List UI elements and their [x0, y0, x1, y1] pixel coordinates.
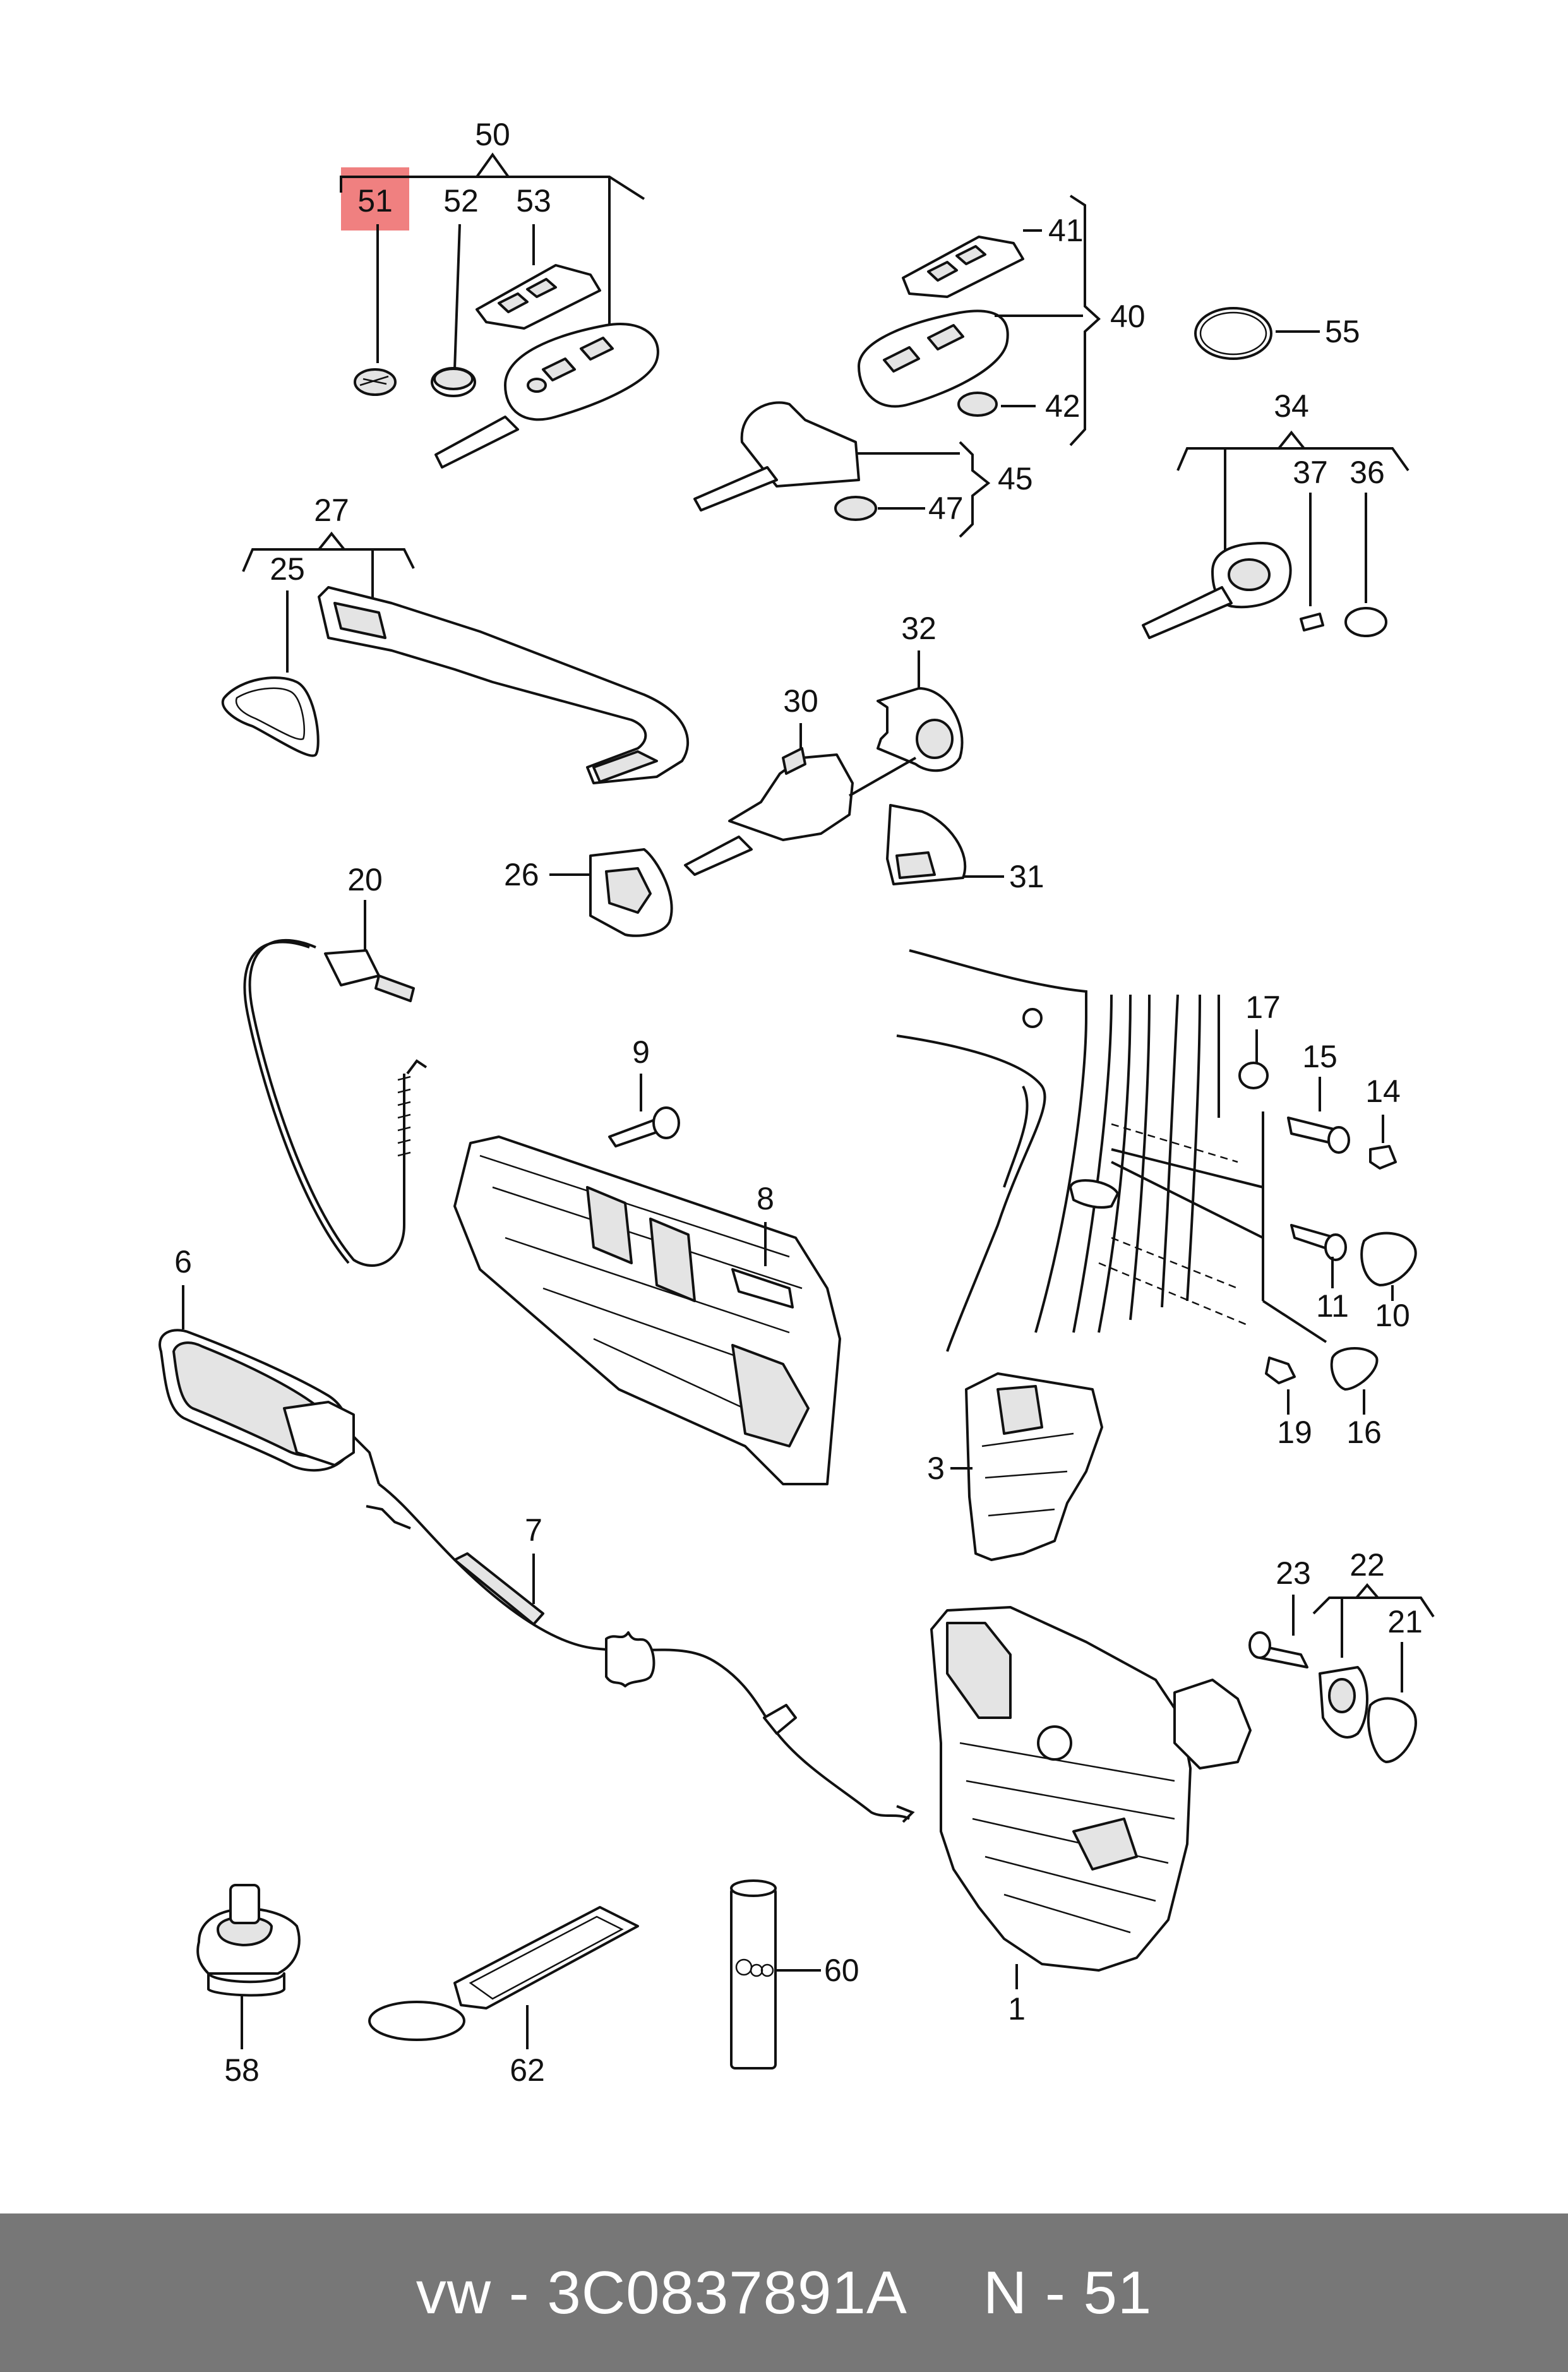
- callout-26: 26: [504, 857, 539, 892]
- callout-45: 45: [998, 461, 1033, 496]
- callout-31: 31: [1009, 859, 1044, 894]
- callout-62: 62: [510, 2052, 545, 2088]
- handle-group-27: 27 25: [221, 493, 690, 784]
- lock-1: 1: [930, 1606, 1252, 2027]
- callout-40: 40: [1110, 299, 1146, 334]
- callout-22: 22: [1350, 1547, 1385, 1583]
- callout-23: 23: [1276, 1555, 1311, 1591]
- callout-11: 11: [1316, 1288, 1349, 1324]
- callout-27: 27: [314, 493, 349, 528]
- callout-34: 34: [1274, 388, 1309, 424]
- footer-brand: vw: [416, 2258, 492, 2327]
- callout-6: 6: [174, 1244, 192, 1279]
- callout-15: 15: [1302, 1039, 1338, 1074]
- callout-21: 21: [1387, 1604, 1423, 1639]
- callout-7: 7: [525, 1512, 542, 1548]
- callout-60: 60: [824, 1953, 859, 1988]
- callout-37: 37: [1293, 455, 1328, 490]
- callout-47: 47: [928, 491, 964, 526]
- key-group-34: 34 37 36: [1142, 388, 1409, 639]
- callout-20: 20: [347, 862, 383, 897]
- carrier-plate-8: 9 8: [453, 1034, 841, 1485]
- callout-32: 32: [901, 611, 937, 646]
- inner-handle-6: 6: [159, 1244, 380, 1485]
- callout-42: 42: [1045, 388, 1080, 424]
- fob-group-40: 41 40 42: [858, 195, 1146, 446]
- cable-20: 20: [243, 862, 428, 1267]
- parts-diagram: 50 51 52 53 41: [159, 117, 1435, 2088]
- footer-separator: -: [508, 2258, 530, 2327]
- accessories: 58 62 60: [196, 1879, 859, 2088]
- callout-36: 36: [1350, 455, 1385, 490]
- callout-55: 55: [1325, 314, 1360, 349]
- lock-cylinder-group: 32 30 26 31: [504, 611, 1044, 937]
- footer-part-number: 3C0837891A: [547, 2258, 907, 2327]
- callout-41: 41: [1048, 213, 1084, 248]
- o-ring-55: 55: [1194, 307, 1360, 360]
- callout-14: 14: [1365, 1074, 1401, 1109]
- key-group-50: 50 51 52 53: [340, 117, 659, 469]
- footer-item-number: 51: [1083, 2258, 1152, 2327]
- cable-7: 7: [366, 1483, 915, 1823]
- footer-separator-2: -: [1044, 2258, 1066, 2327]
- callout-9: 9: [632, 1034, 650, 1070]
- blade-group-45: 45 47: [693, 401, 1033, 538]
- callout-8: 8: [757, 1181, 774, 1216]
- callout-53: 53: [516, 183, 551, 219]
- callout-16: 16: [1346, 1415, 1382, 1450]
- callout-25: 25: [270, 551, 305, 587]
- callout-1: 1: [1008, 1991, 1026, 2027]
- striker-group-22: 23 22 21: [1248, 1547, 1435, 1763]
- callout-58: 58: [224, 2052, 260, 2088]
- callout-52: 52: [443, 183, 479, 219]
- callout-17: 17: [1245, 990, 1281, 1025]
- callout-19: 19: [1277, 1415, 1312, 1450]
- callout-30: 30: [783, 683, 818, 719]
- callout-10: 10: [1375, 1298, 1410, 1333]
- door-frame: 17 15 14 11 10 19 16: [896, 949, 1417, 1450]
- callout-51: 51: [357, 183, 393, 219]
- callout-50: 50: [475, 117, 510, 152]
- callout-3: 3: [927, 1451, 945, 1486]
- footer-item-prefix: N: [983, 2258, 1028, 2327]
- footer-bar: vw - 3C0837891A N - 51: [0, 2213, 1568, 2372]
- bracket-3: 3: [927, 1372, 1103, 1561]
